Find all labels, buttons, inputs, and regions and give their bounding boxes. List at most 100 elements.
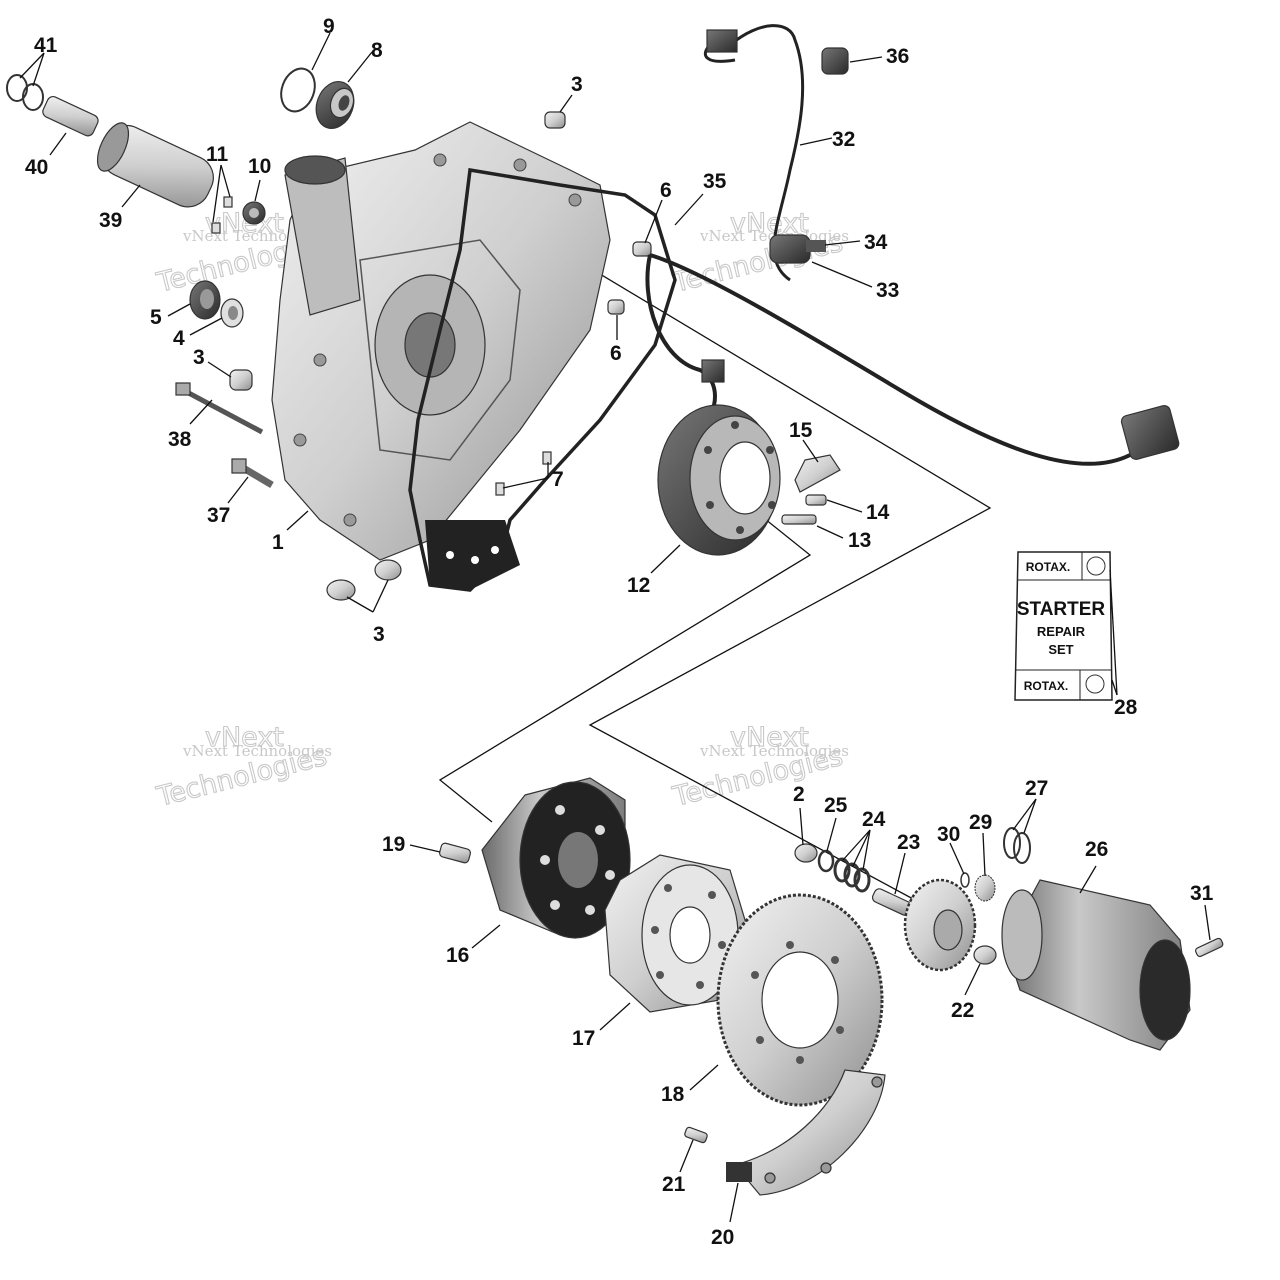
pin-30 bbox=[960, 872, 970, 888]
callout-22: 22 bbox=[951, 999, 974, 1022]
callout-labels: 41 40 39 9 8 3 11 10 5 4 3 38 37 1 3 6 3… bbox=[25, 15, 1214, 1249]
svg-text:vNext Technologies: vNext Technologies bbox=[182, 742, 332, 760]
o-rings-41 bbox=[6, 74, 44, 111]
bolt-38 bbox=[175, 382, 264, 435]
callout-30: 30 bbox=[937, 823, 960, 846]
callout-36: 36 bbox=[886, 45, 909, 68]
svg-text:SET: SET bbox=[1048, 642, 1073, 657]
callout-1: 1 bbox=[272, 531, 284, 554]
callout-35: 35 bbox=[703, 170, 727, 193]
callout-7: 7 bbox=[552, 468, 564, 491]
assembly-lines bbox=[438, 249, 992, 901]
dowel-3-left bbox=[229, 369, 253, 391]
o-rings-27 bbox=[1003, 827, 1031, 864]
guard-20 bbox=[726, 1069, 886, 1196]
callout-16: 16 bbox=[446, 944, 469, 967]
dowel-6-upper bbox=[632, 241, 652, 257]
gear-29 bbox=[974, 874, 996, 902]
screw-14 bbox=[805, 494, 827, 506]
callout-6-upper: 6 bbox=[660, 179, 672, 202]
dowel-3-top bbox=[544, 111, 566, 129]
screw-21 bbox=[684, 1126, 708, 1144]
callout-29: 29 bbox=[969, 811, 992, 834]
callout-24: 24 bbox=[862, 808, 886, 831]
callout-27: 27 bbox=[1025, 777, 1048, 800]
gasket bbox=[408, 167, 677, 592]
seal-10 bbox=[242, 201, 266, 225]
callout-23: 23 bbox=[897, 831, 920, 854]
bearing-8 bbox=[315, 81, 355, 129]
svg-text:STARTER: STARTER bbox=[1017, 599, 1106, 620]
bracket-15 bbox=[794, 454, 841, 493]
callout-12: 12 bbox=[627, 574, 650, 597]
callout-4: 4 bbox=[173, 327, 185, 350]
svg-text:ROTAX.: ROTAX. bbox=[1026, 560, 1070, 574]
svg-text:vNext Technologies: vNext Technologies bbox=[699, 742, 849, 760]
dowels-3-bottom bbox=[326, 559, 402, 601]
leader-lines bbox=[19, 32, 1211, 1223]
callout-3-bottom: 3 bbox=[373, 623, 385, 646]
svg-text:ROTAX.: ROTAX. bbox=[1024, 679, 1068, 693]
sensor-33 bbox=[769, 234, 826, 264]
dowel-6-lower bbox=[607, 299, 625, 315]
callout-38: 38 bbox=[168, 428, 192, 451]
callout-2: 2 bbox=[793, 783, 805, 806]
callout-3-top: 3 bbox=[571, 73, 583, 96]
starter-repair-set-card: ROTAX. STARTER REPAIR SET ROTAX. bbox=[1014, 551, 1113, 701]
callout-26: 26 bbox=[1085, 838, 1108, 861]
starter-motor-26 bbox=[1001, 879, 1191, 1051]
callout-19: 19 bbox=[382, 833, 405, 856]
callout-41: 41 bbox=[34, 34, 58, 57]
circlip-9 bbox=[280, 67, 316, 113]
callout-14: 14 bbox=[866, 501, 890, 524]
bolt-19 bbox=[438, 842, 472, 864]
shaft-40 bbox=[42, 95, 99, 137]
callout-39: 39 bbox=[99, 209, 122, 232]
gear-sleeve-39 bbox=[96, 122, 214, 208]
callout-9: 9 bbox=[323, 15, 335, 38]
pins-11 bbox=[211, 196, 233, 234]
svg-text:vNext: vNext bbox=[730, 722, 809, 753]
washers-24 bbox=[833, 857, 871, 893]
intermediate-gear bbox=[903, 878, 977, 972]
callout-3-left: 3 bbox=[193, 346, 205, 369]
bushing-22 bbox=[973, 945, 997, 965]
rotor-16 bbox=[481, 777, 631, 939]
washer-4 bbox=[220, 298, 244, 328]
ring-gear-18 bbox=[716, 893, 884, 1107]
callout-40: 40 bbox=[25, 156, 48, 179]
svg-text:REPAIR: REPAIR bbox=[1037, 624, 1086, 639]
seal-5 bbox=[189, 280, 221, 320]
callout-20: 20 bbox=[711, 1226, 734, 1249]
bushing-2 bbox=[794, 843, 818, 863]
screw-13 bbox=[781, 514, 817, 525]
clutch-17 bbox=[604, 854, 749, 1013]
callout-10: 10 bbox=[248, 155, 271, 178]
callout-34: 34 bbox=[864, 231, 888, 254]
callout-32: 32 bbox=[832, 128, 855, 151]
callout-28: 28 bbox=[1114, 696, 1138, 719]
screw-31 bbox=[1195, 937, 1224, 958]
pins-7 bbox=[495, 451, 552, 496]
stator-12 bbox=[657, 404, 781, 556]
grommet-36 bbox=[821, 47, 849, 75]
washer-25 bbox=[817, 849, 835, 873]
callout-11: 11 bbox=[206, 143, 229, 166]
callout-21: 21 bbox=[662, 1173, 686, 1196]
callout-37: 37 bbox=[207, 504, 230, 527]
callout-5: 5 bbox=[150, 306, 162, 329]
callout-6-lower: 6 bbox=[610, 342, 622, 365]
callout-8: 8 bbox=[371, 39, 383, 62]
bolt-37 bbox=[231, 458, 274, 489]
callout-17: 17 bbox=[572, 1027, 595, 1050]
magneto-housing-1 bbox=[271, 121, 611, 561]
callout-18: 18 bbox=[661, 1083, 685, 1106]
callout-31: 31 bbox=[1190, 882, 1214, 905]
svg-text:vNext: vNext bbox=[205, 722, 284, 753]
callout-25: 25 bbox=[824, 794, 848, 817]
callout-13: 13 bbox=[848, 529, 871, 552]
svg-text:vNext: vNext bbox=[730, 208, 809, 239]
callout-33: 33 bbox=[876, 279, 899, 302]
callout-15: 15 bbox=[789, 419, 813, 442]
